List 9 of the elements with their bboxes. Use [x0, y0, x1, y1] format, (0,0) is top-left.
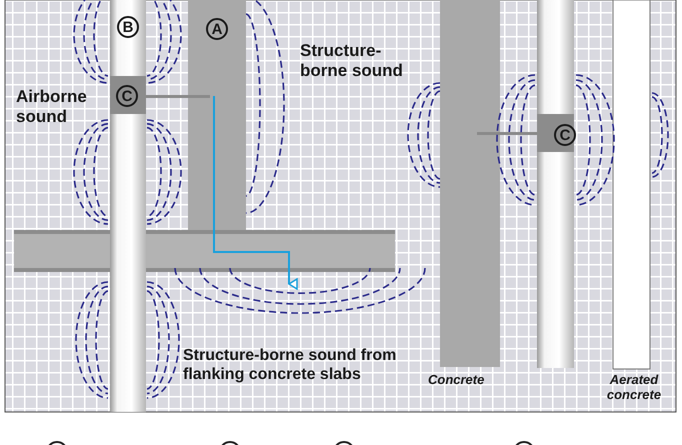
text-label: Structure-borne sound: [300, 41, 404, 81]
text-label: Aerated concrete: [606, 372, 662, 402]
text-label: Concrete: [428, 372, 486, 387]
text-label: Airborne sound: [16, 87, 88, 127]
letter-marker: B: [117, 16, 139, 38]
letter-marker: C: [554, 124, 576, 146]
letter-marker: C: [116, 85, 138, 107]
text-label: Structure-borne sound from flanking concrete slabs: [183, 346, 398, 384]
letter-marker: A: [206, 18, 228, 40]
